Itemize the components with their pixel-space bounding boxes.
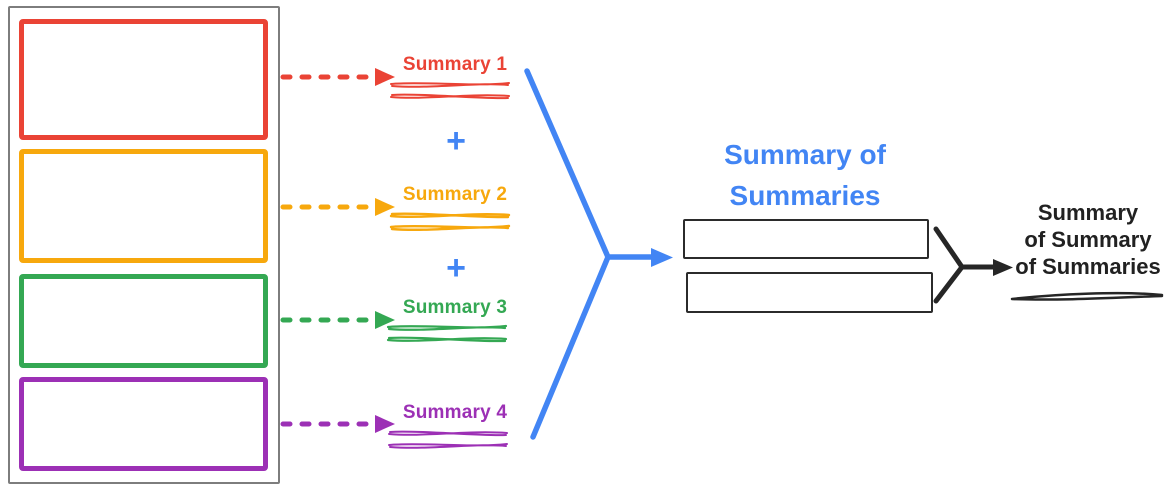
plus-operator-1: +	[446, 122, 466, 160]
final-summary-title-line1: Summary	[1037, 200, 1139, 225]
summary-4-label: Summary 4	[402, 402, 508, 423]
summary-of-summaries-box-2	[686, 272, 933, 313]
summary-1-label: Summary 1	[402, 54, 508, 75]
dashed-arrow-purple	[280, 415, 395, 433]
summary-4-scribbles	[388, 430, 508, 449]
dashed-arrow-red	[280, 68, 395, 86]
scribble-line	[389, 212, 511, 219]
document-box-1	[19, 19, 268, 140]
scribble-line	[1010, 291, 1164, 301]
final-summary-title-line3: of Summaries	[1015, 254, 1161, 279]
summary-3-label: Summary 3	[402, 297, 508, 318]
summary-of-summaries-title-line1: Summary of	[724, 139, 886, 170]
summary-of-summaries-title: Summary of Summaries	[680, 134, 930, 216]
plus-operator-2: +	[446, 249, 466, 287]
merge-arrow-black	[933, 226, 1013, 304]
summary-1-scribbles	[390, 82, 510, 100]
scribble-line	[388, 443, 508, 449]
scribble-line	[388, 430, 508, 437]
final-summary-title-line2: of Summary	[1024, 227, 1152, 252]
final-summary-title: Summary of Summary of Summaries	[1008, 199, 1168, 280]
merge-arrow-blue	[524, 68, 673, 440]
summary-of-summaries-title-line2: Summaries	[729, 180, 881, 211]
document-box-2	[19, 149, 268, 263]
document-box-4	[19, 377, 268, 471]
summary-2-scribbles	[389, 212, 511, 231]
scribble-line	[386, 336, 508, 343]
summary-2-label: Summary 2	[402, 184, 508, 205]
final-summary-scribble	[1010, 291, 1164, 301]
scribble-line	[386, 324, 508, 331]
dashed-arrow-green	[280, 311, 395, 329]
summary-3-scribbles	[386, 324, 508, 343]
document-box-3	[19, 274, 268, 368]
summary-of-summaries-box-1	[683, 219, 929, 259]
scribble-line	[390, 93, 510, 100]
scribble-line	[389, 224, 511, 231]
scribble-line	[390, 82, 510, 88]
dashed-arrow-orange	[280, 198, 395, 216]
